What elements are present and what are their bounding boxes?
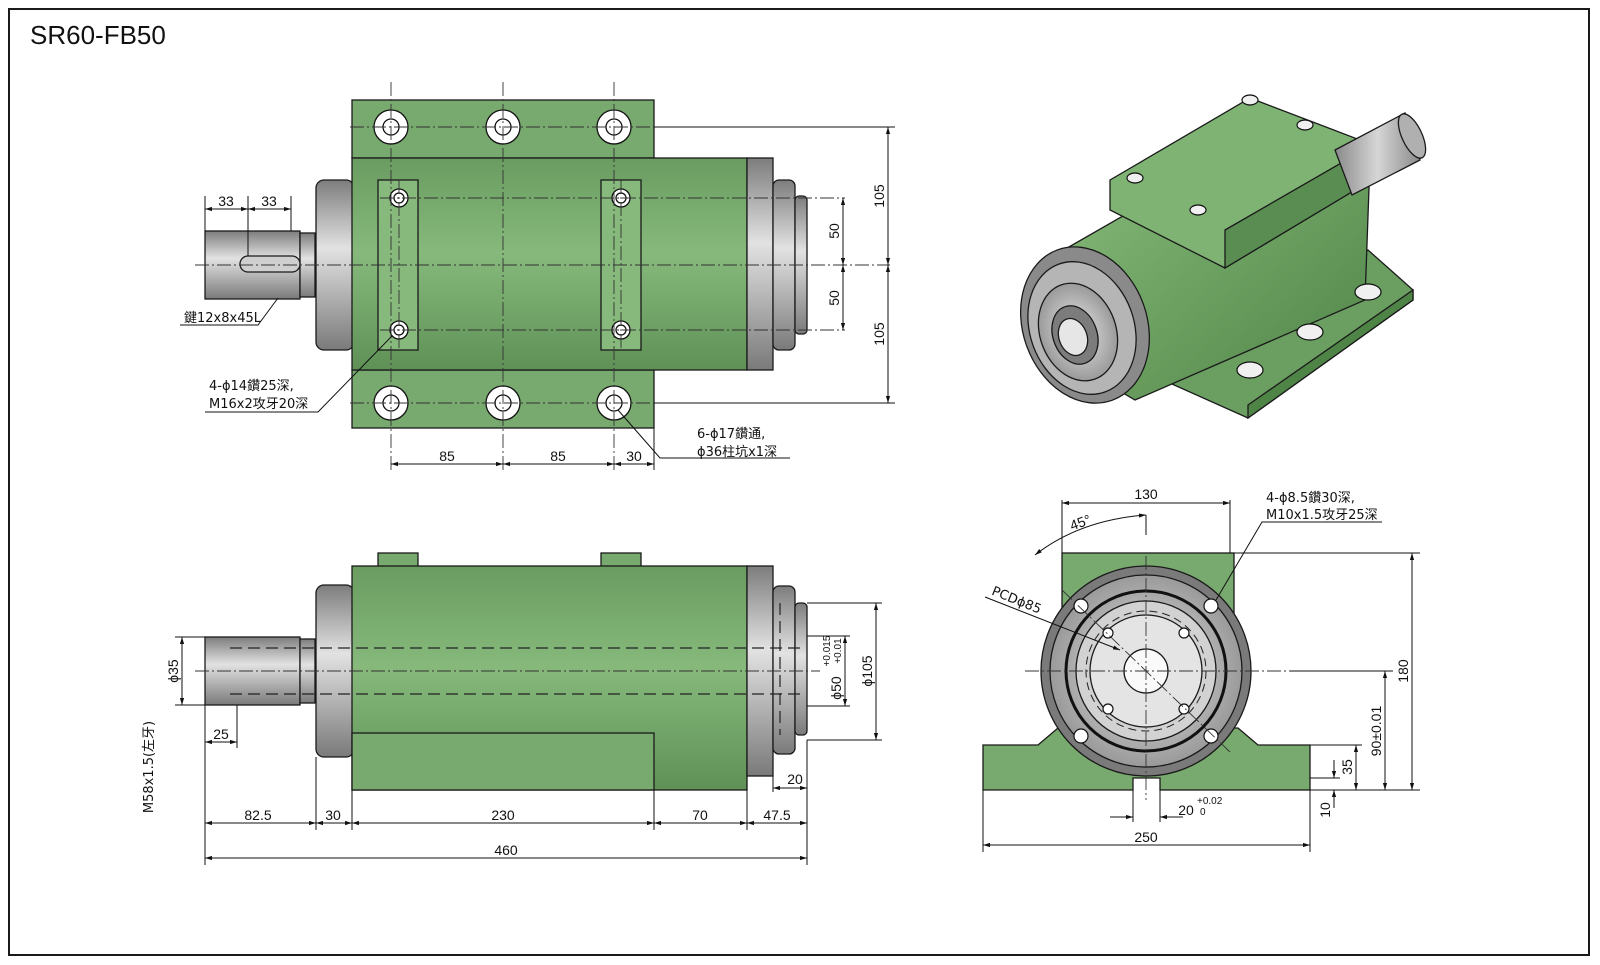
note-bore-2: ϕ36柱坑x1深 bbox=[697, 445, 777, 460]
note-tap-1: 4-ϕ14鑽25深, bbox=[209, 378, 294, 394]
side-front-cap bbox=[772, 585, 796, 755]
dim-105-bottom: 105 bbox=[871, 322, 887, 346]
dim-90: 90±0.01 bbox=[1368, 706, 1384, 757]
dim-85b: 85 bbox=[550, 448, 566, 464]
dim-30-side: 30 bbox=[325, 807, 341, 823]
dim-130: 130 bbox=[1134, 486, 1158, 502]
dim-phi50-tol-upper: +0.015 bbox=[822, 635, 833, 666]
dim-phi105: ϕ105 bbox=[859, 655, 875, 686]
top-dimension-lines bbox=[180, 126, 895, 470]
dim-10: 10 bbox=[1317, 802, 1333, 818]
dim-47-5: 47.5 bbox=[763, 807, 790, 823]
note-key: 鍵12x8x45L bbox=[184, 310, 262, 326]
front-bolt-holes bbox=[1073, 598, 1219, 744]
note-bore-1: 6-ϕ17鑽通, bbox=[697, 426, 765, 442]
front-centerlines bbox=[1025, 556, 1290, 800]
dim-phi50-tol-lower: +0.01 bbox=[833, 638, 844, 664]
dim-33b: 33 bbox=[261, 193, 277, 209]
dim-phi50: ϕ50 bbox=[828, 676, 844, 700]
note-hole-2: M10x1.5攻牙25深 bbox=[1266, 508, 1378, 523]
dim-180: 180 bbox=[1395, 659, 1411, 683]
top-front-ring bbox=[746, 157, 774, 371]
front-view: 130 45° PCDϕ85 4-ϕ8.5鑽30深, M10x1.5攻牙25深 … bbox=[982, 486, 1420, 852]
top-keyway bbox=[239, 255, 301, 273]
side-dimension-lines bbox=[175, 602, 882, 865]
dim-50-bottom: 50 bbox=[826, 290, 842, 306]
dim-phi35: ϕ35 bbox=[165, 659, 181, 683]
side-front-lip bbox=[794, 602, 808, 736]
dim-20-tol-lower: 0 bbox=[1200, 807, 1206, 818]
top-view: 33 33 105 105 50 50 85 85 30 鍵12x8x45L 4… bbox=[180, 82, 895, 470]
iso-base-holes bbox=[1126, 94, 1382, 379]
dim-70: 70 bbox=[692, 807, 708, 823]
drawing-title: SR60-FB50 bbox=[30, 20, 166, 50]
dim-82-5: 82.5 bbox=[244, 807, 271, 823]
note-hole-1: 4-ϕ8.5鑽30深, bbox=[1266, 490, 1355, 506]
dim-50-top: 50 bbox=[826, 223, 842, 239]
front-dimension-lines bbox=[982, 500, 1420, 852]
dim-460: 460 bbox=[494, 842, 518, 858]
dim-250: 250 bbox=[1134, 829, 1158, 845]
side-view: ϕ35 25 M58x1.5(左牙) ϕ50 +0.015 +0.01 ϕ105… bbox=[142, 552, 882, 865]
side-hidden-lines bbox=[230, 603, 805, 735]
dim-thread: M58x1.5(左牙) bbox=[142, 721, 157, 813]
isometric-view bbox=[1019, 94, 1427, 420]
dim-85a: 85 bbox=[439, 448, 455, 464]
dim-105-top: 105 bbox=[871, 184, 887, 208]
dim-25: 25 bbox=[213, 726, 229, 742]
side-base-plate bbox=[351, 732, 655, 791]
dim-230: 230 bbox=[491, 807, 515, 823]
dim-35-front: 35 bbox=[1339, 759, 1355, 775]
dim-20-front: 20 bbox=[1178, 802, 1194, 818]
iso-shaft bbox=[1334, 112, 1427, 196]
note-tap-2: M16x2攻牙20深 bbox=[209, 397, 308, 412]
dim-pcd85: PCDϕ85 bbox=[989, 584, 1043, 617]
dim-angle-45: 45° bbox=[1068, 511, 1093, 533]
dim-20: 20 bbox=[787, 771, 803, 787]
dim-20-tol-upper: +0.02 bbox=[1197, 796, 1223, 807]
dim-33a: 33 bbox=[218, 193, 234, 209]
top-centerlines bbox=[195, 82, 890, 470]
dim-30: 30 bbox=[626, 448, 642, 464]
